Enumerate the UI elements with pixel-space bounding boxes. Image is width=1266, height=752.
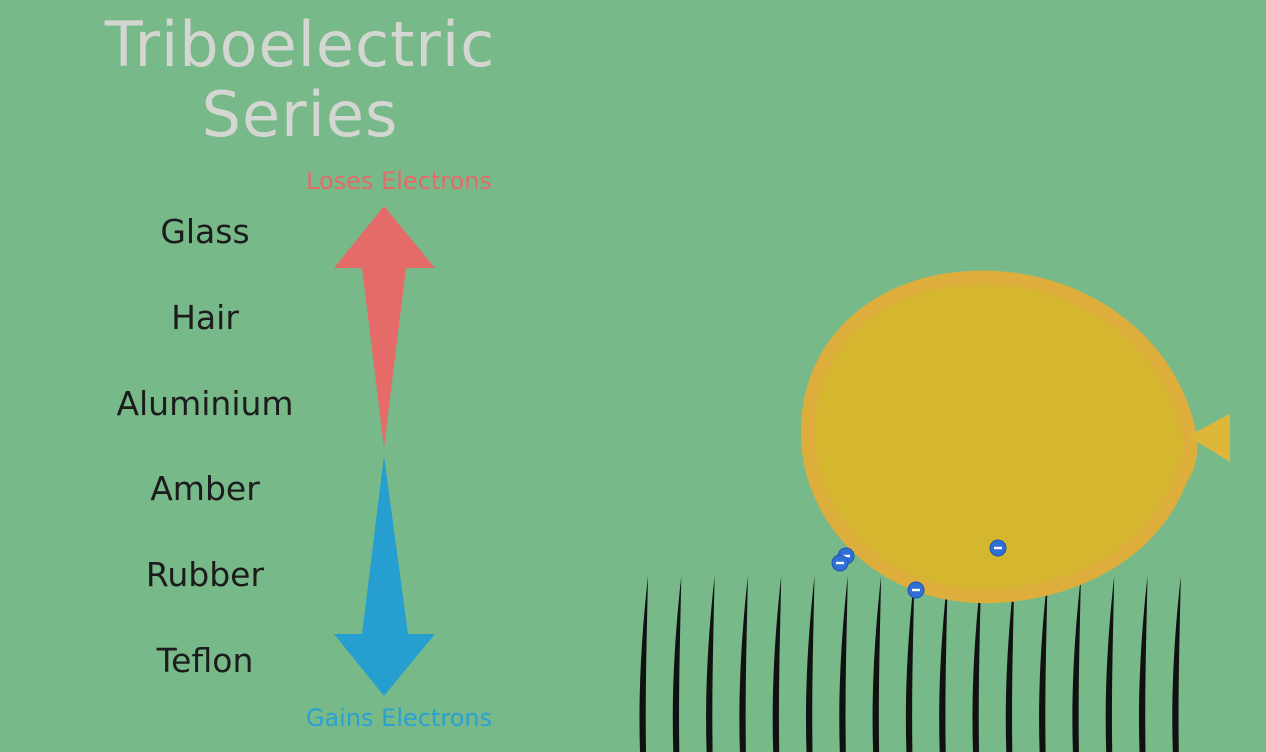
hair-strand <box>872 576 882 752</box>
hair-strand <box>639 576 648 752</box>
hair-strand <box>805 576 815 752</box>
diagram-title: Triboelectric Series <box>60 10 540 150</box>
loses-electrons-arrow <box>334 206 435 448</box>
minus-sign-icon <box>842 554 850 558</box>
balloon-body <box>800 270 1198 604</box>
minus-sign-icon <box>912 588 920 592</box>
hair-strand <box>1138 576 1148 752</box>
hair-strand <box>739 576 748 752</box>
balloon-knot <box>1188 414 1230 462</box>
hair-strands <box>639 576 1181 752</box>
hair-strand <box>772 576 782 752</box>
hair-strand <box>672 576 682 752</box>
material-teflon: Teflon <box>156 641 254 680</box>
hair-strand <box>972 576 981 752</box>
hair-strand <box>1105 576 1115 752</box>
electron <box>831 554 849 572</box>
minus-sign-icon <box>836 561 844 565</box>
hair-strand <box>939 576 948 752</box>
electrons <box>831 539 1007 599</box>
material-glass: Glass <box>160 212 250 251</box>
electron <box>989 539 1007 557</box>
material-rubber: Rubber <box>145 555 265 594</box>
series-arrow <box>334 206 435 696</box>
loses-electrons-label: Loses Electrons <box>306 167 492 195</box>
material-amber: Amber <box>150 469 260 508</box>
hair-strand <box>1172 576 1181 752</box>
hair-strand <box>1039 576 1048 752</box>
minus-sign-icon <box>994 546 1002 550</box>
gains-electrons-label: Gains Electrons <box>305 704 493 732</box>
title-line-2: Series <box>201 78 399 151</box>
balloon <box>800 270 1230 604</box>
electron <box>907 581 925 599</box>
hair-strand <box>706 576 715 752</box>
material-hair: Hair <box>171 298 239 337</box>
hair-strand <box>905 576 915 752</box>
gains-electrons-arrow <box>334 456 435 696</box>
hair-strand <box>1005 576 1015 752</box>
title-line-1: Triboelectric <box>104 8 496 81</box>
material-aluminium: Aluminium <box>116 384 294 423</box>
hair-strand <box>839 576 848 752</box>
hair-strand <box>1072 576 1081 752</box>
